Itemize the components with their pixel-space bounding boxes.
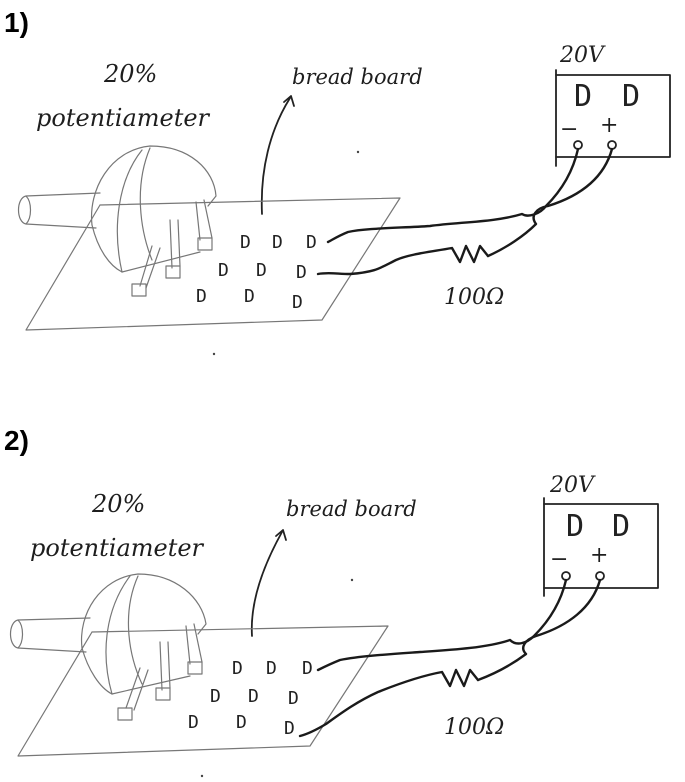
panel-1: 1) 20% potentiameter bread board D D D	[4, 7, 671, 331]
panel-2-terminal-plus	[595, 571, 605, 581]
svg-text:D: D	[292, 292, 303, 313]
svg-text:D: D	[284, 718, 295, 739]
svg-text:D: D	[232, 658, 243, 679]
panel-1-supply-minus: −	[560, 117, 578, 142]
panel-2: 2) 20% potentiameter bread board D D D D…	[4, 425, 659, 757]
panel-1-supply-voltage: 20V	[559, 43, 606, 68]
panel-2-resistor-label: 100Ω	[444, 715, 504, 740]
svg-text:D: D	[306, 232, 317, 253]
panel-1-breadboard-pointer-head	[283, 95, 295, 107]
svg-text:D: D	[188, 712, 199, 733]
panel-2-supply-display-1: D	[566, 509, 584, 544]
svg-text:D: D	[236, 712, 247, 733]
panel-1-number: 1)	[4, 7, 29, 38]
panel-2-potentiometer-value: 20%	[91, 490, 145, 518]
panel-1-leg-1	[139, 245, 161, 289]
pencil-dot	[356, 150, 360, 154]
panel-1-potentiometer-label: potentiameter	[36, 104, 211, 132]
svg-text:D: D	[266, 658, 277, 679]
panel-1-breadboard-label: bread board	[292, 65, 423, 89]
svg-text:D: D	[244, 286, 255, 307]
panel-2-leg-2	[159, 641, 171, 691]
panel-2-supply-plus: +	[590, 543, 608, 568]
panel-2-wire-plus	[476, 578, 602, 682]
panel-2-resistor	[298, 668, 480, 738]
pencil-dot	[200, 774, 204, 778]
panel-1-leg-2	[169, 219, 181, 269]
panel-1-leg-3	[195, 199, 213, 241]
svg-text:D: D	[256, 260, 267, 281]
svg-text:D: D	[218, 260, 229, 281]
svg-text:D: D	[288, 688, 299, 709]
panel-1-wire-minus	[326, 147, 580, 244]
svg-text:D: D	[240, 232, 251, 253]
panel-1-supply-display-1: D	[574, 79, 592, 114]
svg-text:D: D	[248, 686, 259, 707]
svg-text:D: D	[272, 232, 283, 253]
svg-text:D: D	[302, 658, 313, 679]
panel-1-breadboard-holes: D D D D D D D D D	[196, 232, 317, 313]
panel-2-power-supply	[543, 503, 659, 589]
svg-text:D: D	[210, 686, 221, 707]
panel-2-leg-1	[125, 667, 149, 711]
panel-1-terminal-plus	[607, 140, 617, 150]
svg-text:D: D	[296, 262, 307, 283]
panel-2-breadboard-pointer	[250, 531, 283, 637]
panel-1-potentiometer-value: 20%	[103, 60, 157, 88]
panel-1-breadboard-pointer	[260, 97, 291, 215]
pencil-dot	[212, 352, 216, 356]
panel-1-power-supply	[555, 74, 671, 158]
pencil-dot	[350, 578, 354, 582]
panel-1-supply-plus: +	[600, 113, 618, 138]
panel-2-potentiometer-knob	[80, 573, 207, 649]
panel-2-breadboard-holes: D D D D D D D D D	[188, 658, 313, 739]
panel-2-breadboard-label: bread board	[286, 497, 417, 521]
panel-1-resistor	[316, 244, 490, 276]
panel-2-breadboard	[17, 625, 389, 757]
panel-1-supply-display-2: D	[622, 79, 640, 114]
panel-2-supply-minus: −	[550, 547, 568, 572]
panel-1-wire-plus	[486, 147, 614, 258]
panel-2-number: 2)	[4, 425, 29, 456]
panel-1-breadboard	[25, 197, 401, 331]
panel-2-supply-display-2: D	[612, 509, 630, 544]
panel-1-potentiometer-knob	[90, 145, 217, 226]
panel-2-potentiometer-label: potentiameter	[30, 534, 205, 562]
panel-2-breadboard-pointer-head	[275, 529, 287, 541]
panel-2-supply-voltage: 20V	[549, 473, 596, 498]
svg-text:D: D	[196, 286, 207, 307]
panel-1-resistor-label: 100Ω	[444, 285, 504, 310]
panel-2-wire-minus	[316, 578, 568, 672]
